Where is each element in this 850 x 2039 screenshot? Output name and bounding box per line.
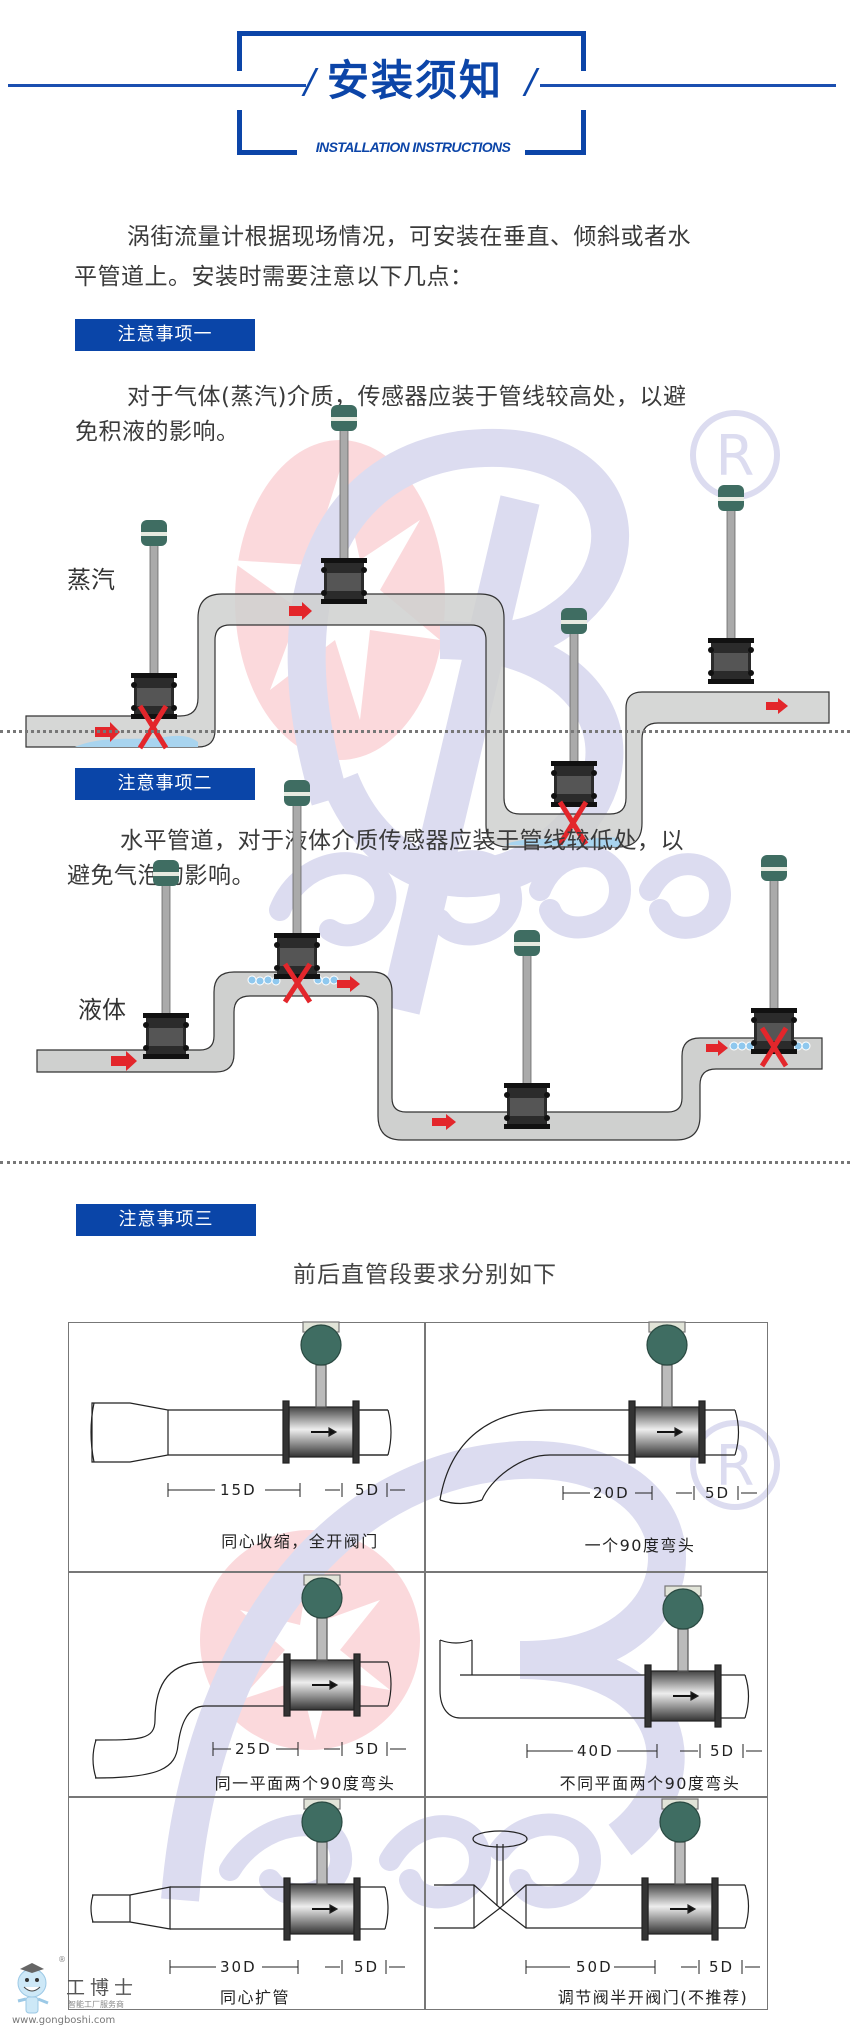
- cell-1-caption: 同心收缩，全开阀门: [221, 1532, 379, 1551]
- cell-5-upstream-length: 30D: [220, 1958, 257, 1976]
- cell-5-drawing: [90, 1798, 389, 1941]
- header-frame-right-upper: [581, 31, 586, 71]
- header-frame-top: [237, 31, 586, 36]
- header-frame-right-lower: [581, 110, 586, 155]
- cell-3-downstream-length: 5D: [355, 1740, 381, 1758]
- steam-pipe: [25, 593, 830, 848]
- header-frame-left-lower: [237, 110, 242, 155]
- cell-6-caption: 调节阀半开阀门(不推荐): [557, 1988, 749, 2007]
- cell-4-caption: 不同平面两个90度弯头: [559, 1774, 741, 1793]
- straight-pipe-title: 前后直管段要求分别如下: [293, 1262, 557, 1288]
- section-divider-2: [0, 1161, 850, 1164]
- footer-logo[interactable]: ® 工博士 智能工厂服务商 www.gongboshi.com: [8, 1955, 138, 2030]
- cell-6-upstream-length: 50D: [576, 1958, 613, 1976]
- cell-6-downstream-length: 5D: [709, 1958, 735, 1976]
- cell-3-drawing: [92, 1574, 392, 1779]
- page-subtitle: INSTALLATION INSTRUCTIONS: [315, 139, 511, 155]
- straight-pipe-grid: [68, 1322, 768, 2010]
- cell-3-caption: 同一平面两个90度弯头: [214, 1774, 396, 1793]
- header-frame-bottom-right: [525, 150, 586, 155]
- watermark-b-stem: [380, 495, 540, 1015]
- watermark-registered-letter: R: [716, 424, 755, 489]
- footer-logo-tagline: 智能工厂服务商: [68, 2000, 124, 2009]
- note-1-line-1: 对于气体(蒸汽)介质，传感器应装于管线较高处，以避: [127, 384, 687, 410]
- note-1-badge: 注意事项一: [75, 319, 255, 351]
- steam-label: 蒸汽: [67, 566, 115, 594]
- intro-line-2: 平管道上。安装时需要注意以下几点：: [74, 264, 474, 290]
- note-3-badge: 注意事项三: [76, 1204, 256, 1236]
- grid-row-divider-2: [68, 1796, 768, 1798]
- note-2-line-1: 水平管道，对于液体介质传感器应装于管线较低处，以: [120, 828, 684, 854]
- svg-text:R: R: [716, 1434, 755, 1499]
- cell-1-downstream-length: 5D: [355, 1481, 381, 1499]
- cell-2-drawing: [439, 1321, 740, 1505]
- cell-3-upstream-length: 25D: [235, 1740, 272, 1758]
- grid-col-divider: [424, 1322, 426, 2010]
- section-divider-1: [0, 730, 850, 733]
- intro-line-1: 涡街流量计根据现场情况，可安装在垂直、倾斜或者水: [127, 224, 691, 250]
- note-1-line-2: 免积液的影响。: [75, 419, 240, 445]
- cell-2-upstream-length: 20D: [593, 1484, 630, 1502]
- cell-1-drawing: [90, 1321, 392, 1464]
- header-rule-right: [540, 84, 836, 87]
- footer-logo-name: 工博士: [66, 1977, 139, 1999]
- flow-arrow-icon: [111, 976, 728, 1130]
- liquid-label: 液体: [78, 996, 126, 1024]
- cell-2-caption: 一个90度弯头: [584, 1536, 696, 1555]
- grid-row-divider-1: [68, 1571, 768, 1573]
- footer-logo-registered: ®: [58, 1955, 66, 1964]
- invalid-x-icon: [137, 704, 589, 846]
- cell-5-downstream-length: 5D: [354, 1958, 380, 1976]
- dimension-lines: [167, 1483, 762, 1974]
- cell-4-downstream-length: 5D: [710, 1742, 736, 1760]
- page-title: 安装须知: [326, 56, 503, 105]
- invalid-x-icon: [282, 962, 789, 1068]
- header-rule-left: [8, 84, 306, 87]
- liquid-pipe: [36, 971, 823, 1141]
- header-frame-left-upper: [237, 31, 242, 71]
- watermark-bottom: R: [161, 1420, 780, 1909]
- header-frame-bottom-left: [237, 150, 297, 155]
- cell-5-caption: 同心扩管: [219, 1988, 290, 2007]
- cell-2-downstream-length: 5D: [705, 1484, 731, 1502]
- watermark-b-stroke: [287, 429, 630, 898]
- footer-logo-url[interactable]: www.gongboshi.com: [12, 2015, 116, 2026]
- watermark-top: R: [230, 410, 780, 1015]
- cell-4-upstream-length: 40D: [577, 1742, 614, 1760]
- mascot-icon: [17, 1963, 49, 2014]
- cell-1-upstream-length: 15D: [220, 1481, 257, 1499]
- cell-4-drawing: [439, 1585, 750, 1728]
- page-header: / / 安装须知 INSTALLATION INSTRUCTIONS: [0, 0, 850, 170]
- header-slash-right: /: [525, 62, 537, 102]
- cell-6-drawing: [434, 1798, 750, 1941]
- note-2-badge: 注意事项二: [75, 768, 255, 800]
- watermark-script-aobo: [269, 845, 732, 947]
- header-slash-left: /: [304, 62, 316, 102]
- liquid-pipeline-diagram: [36, 779, 823, 1141]
